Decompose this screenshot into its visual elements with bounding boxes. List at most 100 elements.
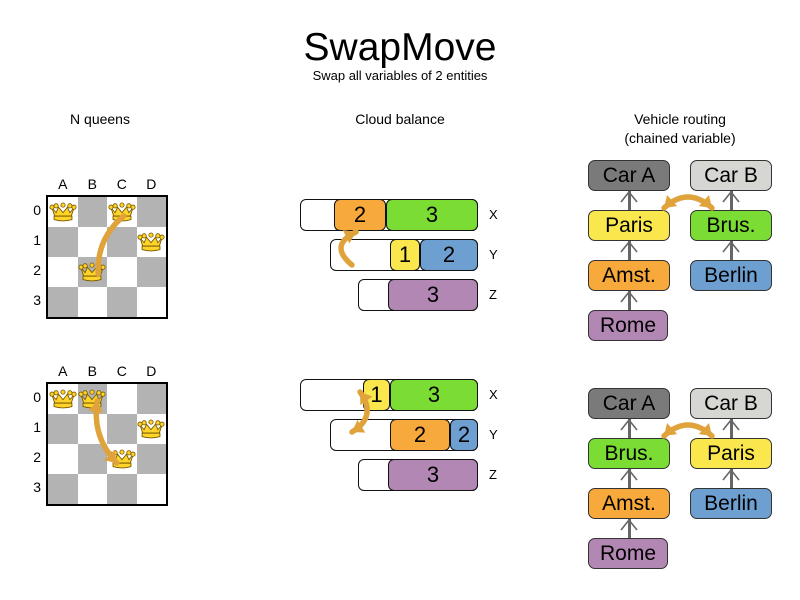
page-subtitle: Swap all variables of 2 entities [312,68,488,83]
section-title-cloudbalance: Cloud balance [355,111,445,127]
board-cell-D2[interactable] [136,257,166,287]
board-cell-C1[interactable] [107,414,137,444]
cloudbalance-process-X-2[interactable]: 3 [386,199,478,231]
board-cell-C2[interactable] [107,257,137,287]
cloudbalance-process-Y-2[interactable]: 2 [420,239,478,271]
board-cell-B2[interactable] [77,444,107,474]
chain-link-line [627,191,631,210]
board-cell-B1[interactable] [77,227,107,257]
board-cell-C3[interactable] [107,474,137,504]
vr-node-label: Car A [602,392,656,415]
board-cell-C2[interactable] [107,444,137,474]
board-cell-C3[interactable] [107,287,137,317]
board-cell-C0[interactable] [107,384,137,414]
board-cell-A3[interactable] [48,474,78,504]
vr-node-paris[interactable]: Paris [588,210,670,241]
board-cell-C1[interactable] [107,227,137,257]
cloudbalance-process-X-1[interactable]: 2 [334,199,386,231]
board-cell-D0[interactable] [136,384,166,414]
board-cell-A0[interactable] [48,197,78,227]
board-cell-B3[interactable] [77,287,107,317]
vr-node-cara[interactable]: Car A [588,388,670,419]
vr-node-label: Berlin [704,492,758,515]
board-column-label-B: B [87,176,97,192]
cloudbalance-label-Z: Z [489,467,497,482]
nqueens-after-board[interactable] [46,382,168,506]
vr-node-berlin[interactable]: Berlin [690,260,772,291]
board-column-label-D: D [146,176,157,192]
cloudbalance-process-value: 2 [457,422,471,447]
board-cell-A0[interactable] [48,384,78,414]
queen-piece-B0[interactable] [78,388,106,410]
board-cell-D1[interactable] [136,227,166,257]
cloudbalance-process-Z-1[interactable]: 3 [388,459,478,491]
vr-node-brus[interactable]: Brus. [588,438,670,469]
cloudbalance-process-value: 3 [427,382,441,407]
vr-node-berlin[interactable]: Berlin [690,488,772,519]
board-column-label-D: D [146,363,157,379]
vr-node-label: Rome [599,542,657,565]
vr-node-carb[interactable]: Car B [690,160,772,191]
queen-piece-D1[interactable] [137,231,165,253]
cloudbalance-process-Y-2[interactable]: 2 [450,419,478,451]
cloudbalance-process-Y-1[interactable]: 2 [390,419,450,451]
queen-piece-A0[interactable] [49,388,77,410]
board-cell-D1[interactable] [136,414,166,444]
vr-node-label: Berlin [704,264,758,287]
queen-piece-A0[interactable] [49,201,77,223]
cloudbalance-process-value: 3 [426,462,440,487]
vr-node-label: Car B [704,392,758,415]
board-cell-A1[interactable] [48,227,78,257]
queen-piece-C0[interactable] [108,201,136,223]
cloudbalance-label-Y: Y [489,247,498,262]
cloudbalance-process-value: 2 [353,202,367,227]
queen-piece-B2[interactable] [78,261,106,283]
vr-node-amst[interactable]: Amst. [588,260,670,291]
page-title: SwapMove [303,26,497,69]
board-cell-A1[interactable] [48,414,78,444]
board-cell-B0[interactable] [77,197,107,227]
cloudbalance-process-value: 1 [370,382,383,407]
cloudbalance-label-Z: Z [489,287,497,302]
board-cell-B2[interactable] [77,257,107,287]
board-column-label-A: A [58,363,68,379]
board-cell-A2[interactable] [48,444,78,474]
vr-node-rome[interactable]: Rome [588,310,668,341]
chain-link-line [729,191,733,210]
queen-piece-C2[interactable] [108,448,136,470]
board-cell-B3[interactable] [77,474,107,504]
nqueens-before-board[interactable] [46,195,168,319]
vr-node-paris[interactable]: Paris [690,438,772,469]
cloudbalance-process-value: 2 [442,242,456,267]
board-row-label-2: 2 [33,449,41,465]
vr-node-carb[interactable]: Car B [690,388,772,419]
queen-piece-D1[interactable] [137,418,165,440]
board-cell-D0[interactable] [136,197,166,227]
board-cell-D3[interactable] [136,287,166,317]
board-cell-B0[interactable] [77,384,107,414]
vr-node-brus[interactable]: Brus. [690,210,772,241]
board-row-label-1: 1 [33,232,41,248]
vr-node-label: Brus. [706,214,756,237]
cloudbalance-process-Y-1[interactable]: 1 [390,239,420,271]
vr-node-amst[interactable]: Amst. [588,488,670,519]
chain-link-line [627,469,631,488]
board-cell-C0[interactable] [107,197,137,227]
cloudbalance-process-X-2[interactable]: 3 [390,379,478,411]
board-cell-D2[interactable] [136,444,166,474]
board-row-label-1: 1 [33,419,41,435]
vr-node-label: Brus. [604,442,654,465]
vr-node-rome[interactable]: Rome [588,538,668,569]
vr-node-label: Amst. [602,264,656,287]
board-cell-D3[interactable] [136,474,166,504]
vr-node-label: Paris [605,214,653,237]
board-cell-A3[interactable] [48,287,78,317]
vr-node-cara[interactable]: Car A [588,160,670,191]
cloudbalance-process-X-1[interactable]: 1 [363,379,390,411]
board-column-label-C: C [116,363,127,379]
board-cell-B1[interactable] [77,414,107,444]
cloudbalance-process-value: 3 [426,282,440,307]
cloudbalance-process-Z-1[interactable]: 3 [388,279,478,311]
board-cell-A2[interactable] [48,257,78,287]
board-column-label-C: C [116,176,127,192]
